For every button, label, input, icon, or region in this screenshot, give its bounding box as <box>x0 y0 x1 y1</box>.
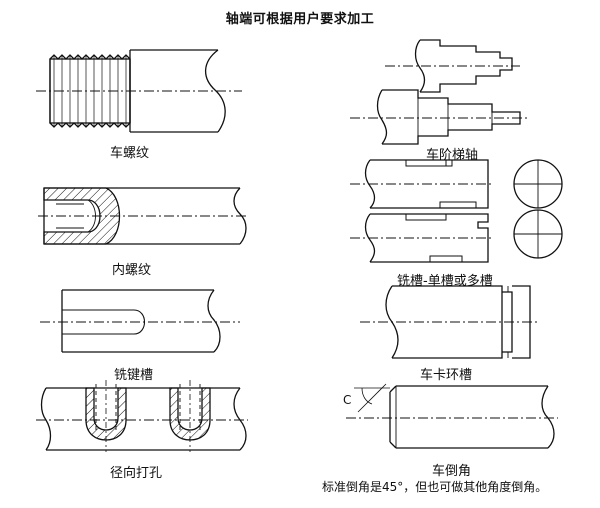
caption-internal-thread: 内螺纹 <box>112 263 152 278</box>
thread-shaft-drawing <box>36 49 242 133</box>
thread-break-line <box>204 49 226 133</box>
internal-thread-drawing <box>38 187 248 245</box>
caption-milling-groove: 铣槽-单槽或多槽 <box>397 274 493 289</box>
chamfer-note: 标准倒角是45°，但也可做其他角度倒角。 <box>322 480 548 494</box>
caption-radial-hole: 径向打孔 <box>110 466 163 481</box>
caption-chamfer: 车倒角 <box>432 464 472 479</box>
keyway-drawing <box>40 289 240 353</box>
caption-thread: 车螺纹 <box>110 146 150 161</box>
chamfer-drawing: C <box>343 383 558 449</box>
caption-step-shaft: 车阶梯轴 <box>426 148 479 163</box>
caption-snap-ring-groove: 车卡环槽 <box>420 368 473 383</box>
caption-keyway: 铣键槽 <box>114 368 154 383</box>
step-shaft-drawing <box>350 39 528 145</box>
chamfer-c-label: C <box>343 393 351 407</box>
internal-thread-hatch <box>43 187 120 245</box>
radial-hole-drawing <box>36 380 248 452</box>
snap-ring-groove-drawing <box>360 285 540 359</box>
page-title: 轴端可根据用户要求加工 <box>225 12 375 27</box>
milling-groove-drawing <box>350 159 563 263</box>
